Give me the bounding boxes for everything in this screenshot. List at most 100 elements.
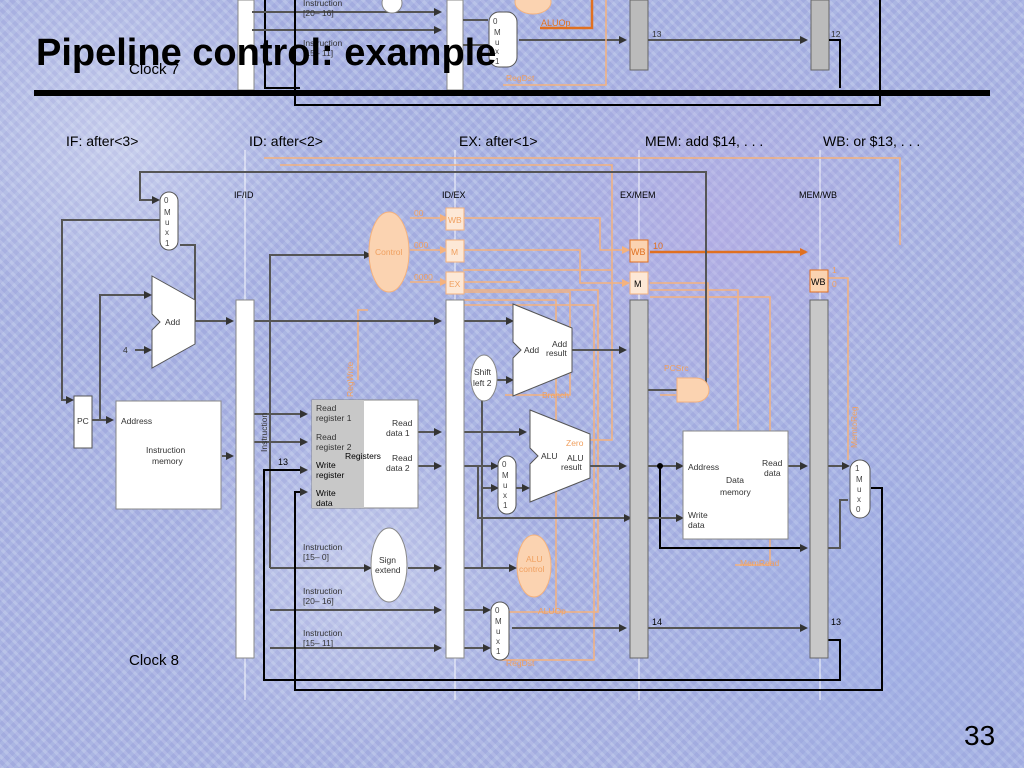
- svg-text:u: u: [496, 627, 500, 636]
- svg-text:register 2: register 2: [316, 442, 352, 452]
- idex-wb-field: [445, 207, 465, 231]
- idex-label: ID/EX: [442, 190, 466, 200]
- svg-text:13: 13: [278, 457, 288, 467]
- alu-src-mux: [497, 455, 517, 515]
- svg-text:1: 1: [495, 57, 500, 66]
- svg-text:M: M: [164, 208, 171, 217]
- svg-text:Add: Add: [552, 339, 567, 349]
- svg-text:RegWrite: RegWrite: [345, 361, 355, 397]
- stage-wb: WB: or $13, . . .: [823, 133, 920, 149]
- svg-text:data: data: [688, 520, 705, 530]
- top-mux: [488, 11, 518, 68]
- pc-register: [73, 395, 93, 449]
- ifid-label: IF/ID: [234, 190, 254, 200]
- svg-text:x: x: [503, 491, 507, 500]
- svg-text:Write: Write: [688, 510, 708, 520]
- memwb-wb-field: [809, 269, 829, 293]
- svg-text:Write: Write: [316, 460, 336, 470]
- ex-stage: Shift left 2 Add Add result 0 M u x 1 AL…: [470, 303, 591, 668]
- svg-text:memory: memory: [152, 456, 183, 466]
- svg-text:Instruction: Instruction: [303, 586, 342, 596]
- svg-text:x: x: [165, 228, 169, 237]
- svg-text:register 1: register 1: [316, 413, 352, 423]
- svg-text:WB: WB: [631, 247, 646, 257]
- instruction-memory: [115, 400, 222, 510]
- svg-text:[15– 11]: [15– 11]: [303, 48, 333, 58]
- pc-adder: [151, 275, 196, 369]
- svg-text:u: u: [857, 485, 861, 494]
- data-memory: [682, 430, 789, 540]
- exmem-register: [629, 299, 649, 659]
- svg-text:Shift: Shift: [474, 367, 492, 377]
- svg-text:Read: Read: [392, 453, 413, 463]
- svg-text:ALUOp: ALUOp: [538, 606, 566, 616]
- svg-text:WB: WB: [448, 215, 462, 225]
- svg-text:M: M: [494, 28, 501, 37]
- svg-text:WB: WB: [811, 277, 826, 287]
- svg-text:Instruction: Instruction: [259, 413, 269, 452]
- stage-labels: IF: after<3> ID: after<2> EX: after<1> M…: [66, 133, 920, 149]
- svg-text:Data: Data: [726, 475, 744, 485]
- svg-text:M: M: [495, 617, 502, 626]
- slide-title: Pipeline control: example: [36, 32, 496, 74]
- alu-control: [516, 534, 552, 598]
- svg-text:Read: Read: [316, 432, 337, 442]
- svg-text:u: u: [495, 38, 499, 47]
- svg-text:result: result: [561, 462, 582, 472]
- svg-text:ALU: ALU: [567, 453, 584, 463]
- clock-7-label: Clock 7: [129, 61, 179, 78]
- svg-text:PCSrc: PCSrc: [664, 363, 689, 373]
- svg-text:RegDst: RegDst: [506, 73, 535, 83]
- pipeline-registers: WB M EX WB M WB: [235, 207, 829, 659]
- svg-text:0: 0: [832, 279, 837, 289]
- svg-text:1: 1: [832, 265, 837, 275]
- svg-text:Instruction: Instruction: [146, 445, 185, 455]
- svg-text:Instruction: Instruction: [303, 542, 342, 552]
- svg-text:Registers: Registers: [345, 451, 381, 461]
- svg-text:13: 13: [831, 617, 841, 627]
- svg-text:Sign: Sign: [379, 555, 396, 565]
- sign-extend: [370, 527, 408, 603]
- svg-text:M: M: [856, 475, 863, 484]
- wb-stage: 1 M u x 0 MemtoReg 13: [831, 406, 871, 627]
- svg-text:Instruction: Instruction: [303, 0, 342, 8]
- svg-text:0000: 0000: [414, 272, 433, 282]
- pc-mux: [159, 191, 179, 251]
- svg-text:Read: Read: [316, 403, 337, 413]
- alu: [529, 409, 591, 503]
- svg-text:Add: Add: [165, 317, 180, 327]
- stage-id: ID: after<2>: [249, 133, 323, 149]
- id-stage: Control RegWrite Read register 1 Read re…: [278, 211, 419, 648]
- svg-text:x: x: [857, 495, 861, 504]
- if-stage: 0 M u x 1 Add 4 PC Address Instruction m…: [73, 191, 269, 510]
- svg-text:Instruction: Instruction: [303, 628, 342, 638]
- idex-m-field: [445, 239, 465, 263]
- svg-text:MemtoReg: MemtoReg: [849, 406, 859, 448]
- svg-text:left 2: left 2: [473, 378, 492, 388]
- svg-text:M: M: [451, 247, 458, 257]
- svg-text:Address: Address: [121, 416, 152, 426]
- stage-if: IF: after<3>: [66, 133, 138, 149]
- svg-text:12: 12: [831, 29, 841, 39]
- svg-text:1: 1: [855, 464, 860, 473]
- svg-text:data: data: [764, 468, 781, 478]
- control-values: 00 000 0000 10 1 0: [414, 208, 837, 289]
- ifid-register: [235, 299, 255, 659]
- svg-text:MemRead: MemRead: [740, 558, 779, 568]
- branch-and-gate: [676, 377, 710, 403]
- svg-text:10: 10: [653, 241, 663, 251]
- svg-text:13: 13: [652, 29, 662, 39]
- stage-ex: EX: after<1>: [459, 133, 538, 149]
- memwb-register: [809, 299, 829, 659]
- svg-text:0: 0: [493, 17, 498, 26]
- control-unit: [368, 211, 410, 293]
- svg-text:x: x: [495, 47, 499, 56]
- stage-mem: MEM: add $14, . . .: [645, 133, 763, 149]
- exmem-m-field: [629, 271, 649, 295]
- svg-text:Add: Add: [524, 345, 539, 355]
- svg-text:ALUOp: ALUOp: [541, 18, 571, 28]
- svg-text:Read: Read: [392, 418, 413, 428]
- svg-text:[20– 16]: [20– 16]: [303, 596, 334, 606]
- svg-text:14: 14: [652, 617, 662, 627]
